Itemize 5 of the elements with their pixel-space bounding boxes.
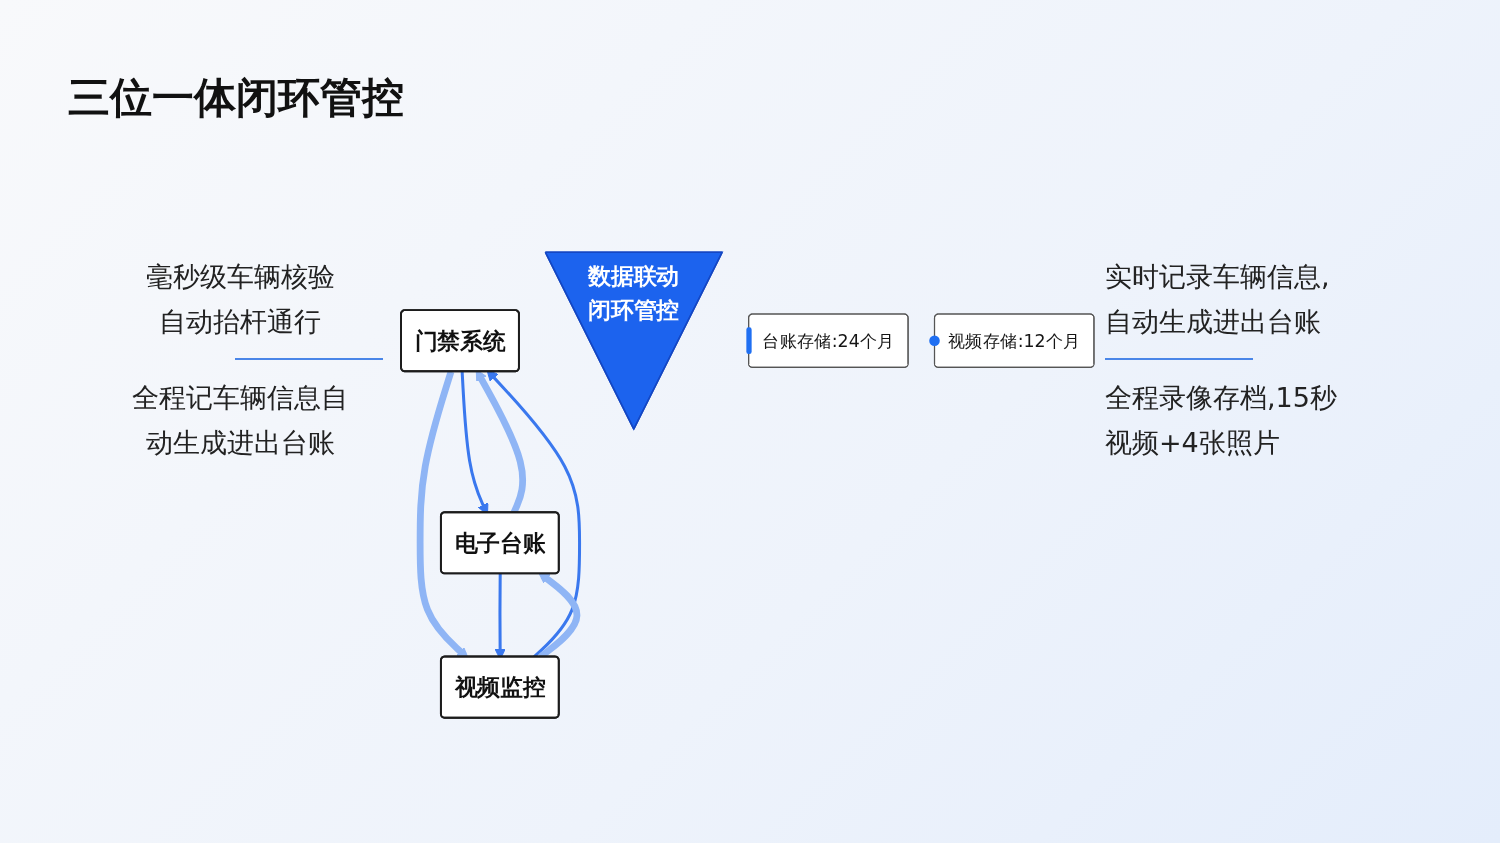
note-text: 毫秒级车辆核验自动抬杆通行 [144, 260, 336, 339]
note-text: 全程录像存档,15秒视频+4张照片 [1105, 381, 1338, 460]
note-text: 实时记录车辆信息,自动生成进出台账 [1105, 260, 1331, 339]
title: 三位一体闭环管控 [68, 72, 404, 124]
note-text: 全程记车辆信息自动生成进出台账 [131, 381, 349, 460]
